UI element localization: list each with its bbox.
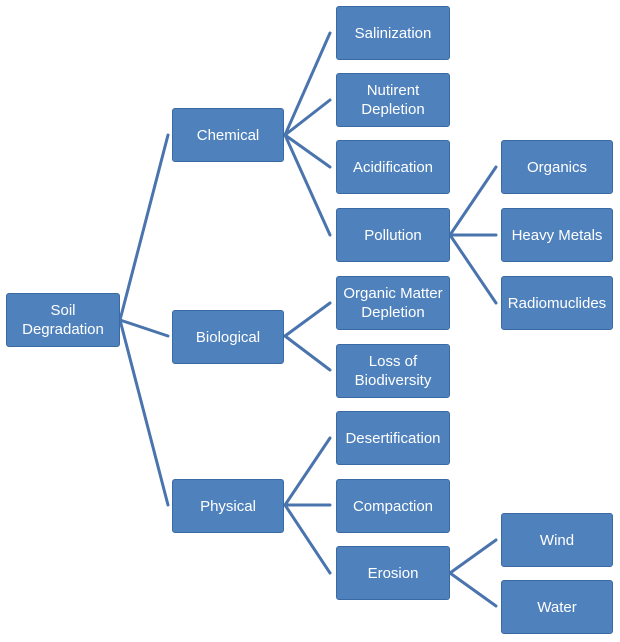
- connector-root-physical: [118, 318, 170, 507]
- connector-chemical-salinization: [283, 31, 332, 137]
- node-water: Water: [501, 580, 613, 634]
- connector-erosion-water: [448, 571, 498, 608]
- node-loss-of-biodiversity: Loss of Biodiversity: [336, 344, 450, 398]
- connector-pollution-organics: [448, 165, 498, 237]
- node-chemical: Chemical: [172, 108, 284, 162]
- node-erosion: Erosion: [336, 546, 450, 600]
- node-radionuclides: Radiomuclides: [501, 276, 613, 330]
- node-soil-degradation: Soil Degradation: [6, 293, 120, 347]
- connector-root-chemical: [118, 133, 170, 322]
- connector-chemical-nutrient: [283, 98, 332, 137]
- connector-pollution-radionuclides: [448, 233, 498, 305]
- connector-root-biological: [118, 318, 170, 338]
- connector-biological-organic-matter: [283, 301, 332, 338]
- node-desertification: Desertification: [336, 411, 450, 465]
- connector-erosion-wind: [448, 538, 498, 575]
- connector-physical-desertification: [283, 436, 332, 507]
- node-physical: Physical: [172, 479, 284, 533]
- connector-chemical-pollution: [283, 133, 332, 237]
- node-acidification: Acidification: [336, 140, 450, 194]
- connector-chemical-acidification: [283, 133, 332, 169]
- node-heavy-metals: Heavy Metals: [501, 208, 613, 262]
- node-nutrient-depletion: Nutirent Depletion: [336, 73, 450, 127]
- node-organic-matter-depletion: Organic Matter Depletion: [336, 276, 450, 330]
- connector-biological-biodiversity: [283, 334, 332, 372]
- node-biological: Biological: [172, 310, 284, 364]
- node-salinization: Salinization: [336, 6, 450, 60]
- node-pollution: Pollution: [336, 208, 450, 262]
- node-wind: Wind: [501, 513, 613, 567]
- connector-physical-erosion: [283, 503, 332, 575]
- node-compaction: Compaction: [336, 479, 450, 533]
- node-organics: Organics: [501, 140, 613, 194]
